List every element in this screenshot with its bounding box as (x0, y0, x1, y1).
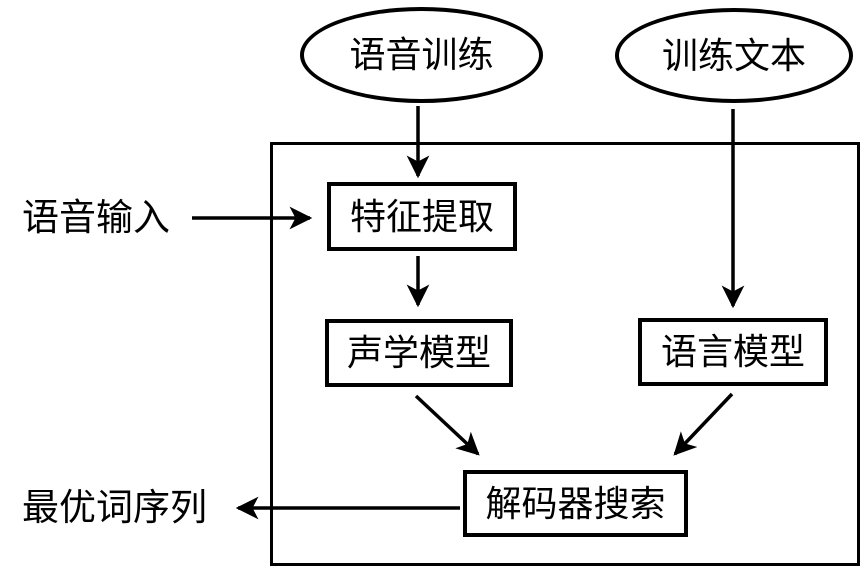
speech-training-label: 语音训练 (349, 34, 494, 75)
speech-input-label: 语音输入 (22, 197, 170, 238)
speech-training-ellipse: 语音训练 (300, 7, 543, 103)
language-model-box: 语言模型 (638, 318, 828, 386)
feature-extraction-label: 特征提取 (349, 195, 494, 237)
acoustic-model-label: 声学模型 (346, 332, 491, 373)
training-text-ellipse: 训练文本 (615, 8, 853, 103)
acoustic-model-box: 声学模型 (325, 319, 513, 387)
feature-extraction-box: 特征提取 (327, 182, 517, 251)
best-word-sequence-label: 最优词序列 (22, 487, 207, 528)
system-boundary-rect (270, 142, 860, 566)
decoder-search-label: 解码器搜索 (485, 482, 666, 524)
language-model-label: 语言模型 (660, 331, 805, 372)
training-text-label: 训练文本 (661, 34, 806, 76)
decoder-search-box: 解码器搜索 (463, 470, 688, 537)
